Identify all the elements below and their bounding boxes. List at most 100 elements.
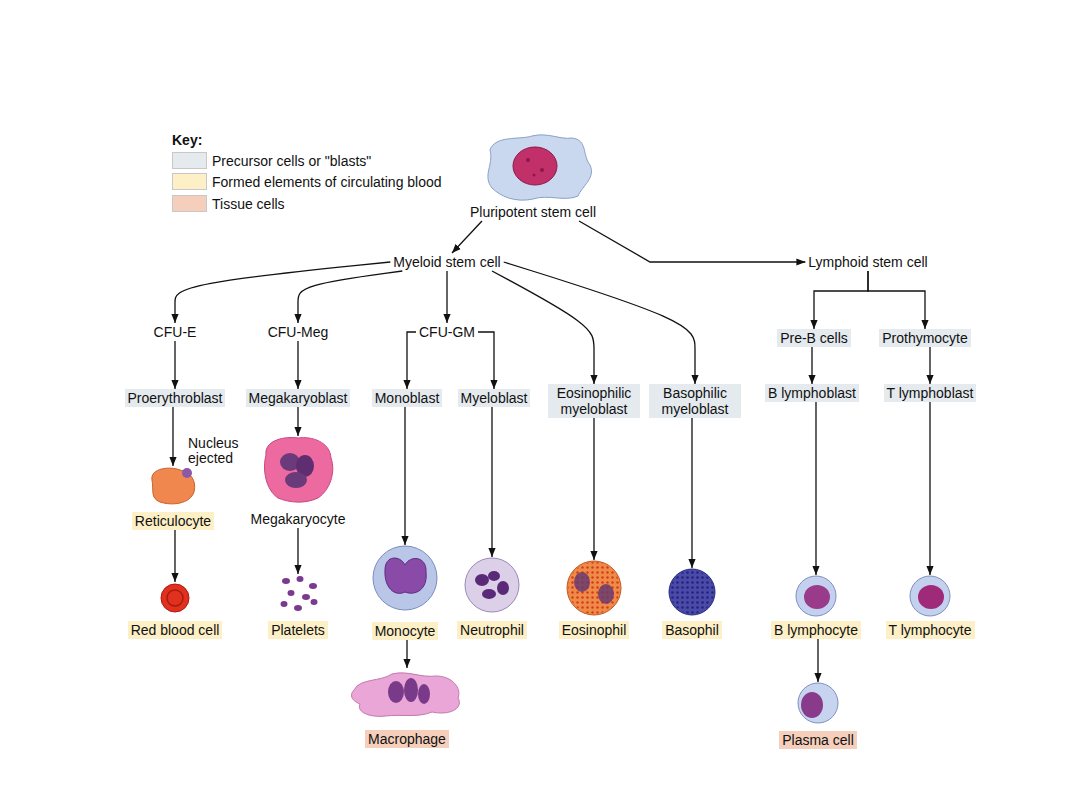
cell-label: Macrophage xyxy=(365,730,449,748)
cell-label: Pluripotent stem cell xyxy=(467,203,599,221)
neutrophil-picture xyxy=(497,581,509,595)
megakaryocyte-picture xyxy=(265,438,333,503)
eosinophil-picture xyxy=(567,561,621,615)
picture-area xyxy=(668,568,716,621)
b-lymphocyte-picture xyxy=(796,576,836,616)
reticulocyte-picture xyxy=(152,468,195,504)
cell-label: Reticulocyte xyxy=(132,512,214,530)
cell-node: Prothymocyte xyxy=(879,329,971,347)
eosinophil-picture xyxy=(598,584,614,604)
platelets-picture xyxy=(294,605,302,611)
legend-row: Formed elements of circulating blood xyxy=(172,173,442,190)
pluripotent-cell-picture xyxy=(488,135,592,200)
macrophage-picture xyxy=(404,678,418,702)
connector-arrow xyxy=(446,271,447,323)
cell-label: Monoblast xyxy=(372,389,443,407)
cell-label: CFU-Meg xyxy=(265,323,332,341)
eosinophil-picture xyxy=(567,561,621,615)
connector-arrow xyxy=(579,221,805,262)
cell-label: Platelets xyxy=(268,621,328,639)
legend-swatch xyxy=(172,195,207,212)
picture-area xyxy=(796,682,840,731)
cell-node: B lymphoblast xyxy=(765,384,859,402)
cell-label: Proerythroblast xyxy=(125,389,226,407)
cell-label: T lymphoblast xyxy=(884,384,977,402)
macrophage-picture xyxy=(352,673,460,717)
connector-arrow xyxy=(492,271,594,384)
neutrophil-picture xyxy=(465,558,519,612)
annotation-label: Nucleus ejected xyxy=(188,436,250,466)
cell-label: B lymphocyte xyxy=(771,621,861,639)
legend-row: Precursor cells or "blasts" xyxy=(172,152,371,169)
connector-arrow xyxy=(817,639,818,682)
basophil-picture xyxy=(669,569,715,615)
platelets-picture xyxy=(281,576,318,611)
picture-area xyxy=(158,582,192,621)
cell-label: Monocyte xyxy=(372,622,439,640)
connector-arrow xyxy=(297,341,298,389)
connector-arrow xyxy=(504,262,695,384)
plasma-cell-picture xyxy=(798,683,838,723)
cell-node: Neutrophil xyxy=(457,557,527,639)
legend-swatch xyxy=(172,152,207,169)
b-lymphocyte-picture xyxy=(796,576,836,616)
basophil-picture xyxy=(670,570,714,614)
cell-label: Eosinophilic myeloblast xyxy=(548,384,640,418)
macrophage-picture xyxy=(352,673,460,717)
b-lymphocyte-picture xyxy=(804,585,830,609)
cell-node: Monoblast xyxy=(372,389,443,407)
pluripotent-cell-picture xyxy=(488,135,592,200)
pluripotent-cell-picture xyxy=(540,168,544,172)
cell-label: Basophilic myeloblast xyxy=(649,384,741,418)
platelets-picture xyxy=(281,601,288,607)
plasma-cell-picture xyxy=(798,683,838,723)
pluripotent-cell-picture xyxy=(513,147,557,185)
cell-label: Megakaryoblast xyxy=(246,389,351,407)
cell-label: Basophil xyxy=(662,621,722,639)
cell-node: Red blood cell xyxy=(128,582,223,639)
connector-arrow xyxy=(593,418,594,560)
cell-label: CFU-E xyxy=(151,323,200,341)
platelets-picture xyxy=(288,590,295,596)
legend-text: Precursor cells or "blasts" xyxy=(212,153,371,169)
monocyte-picture xyxy=(385,558,426,593)
eosinophil-picture xyxy=(568,562,620,614)
cell-label: Myeloid stem cell xyxy=(390,253,503,271)
cell-node: T lymphoblast xyxy=(884,384,977,402)
cell-node: Pre-B cells xyxy=(777,329,851,347)
cell-node: Megakaryoblast xyxy=(246,389,351,407)
picture-area xyxy=(483,135,583,203)
neutrophil-picture xyxy=(465,558,519,612)
connector-arrow xyxy=(175,262,390,323)
connector-arrow xyxy=(174,341,175,389)
connector-arrow xyxy=(172,407,173,466)
cell-node: Basophilic myeloblast xyxy=(649,384,741,418)
neutrophil-picture xyxy=(488,571,500,581)
cell-node: Plasma cell xyxy=(779,682,857,749)
platelets-picture xyxy=(297,576,304,582)
legend-swatch xyxy=(172,173,207,190)
connector-arrow xyxy=(297,528,298,574)
cell-label: Myeloblast xyxy=(458,389,531,407)
monocyte-picture xyxy=(373,546,437,610)
connector-arrow xyxy=(929,402,930,575)
megakaryocyte-picture xyxy=(265,438,333,503)
monocyte-picture xyxy=(373,546,437,610)
cell-node: Eosinophilic myeloblast xyxy=(548,384,640,418)
macrophage-picture xyxy=(388,681,404,703)
connector-arrow xyxy=(491,407,492,557)
connector-arrow xyxy=(815,402,816,575)
reticulocyte-picture xyxy=(182,468,192,478)
cell-label: Neutrophil xyxy=(457,621,527,639)
t-lymphocyte-picture xyxy=(918,585,944,609)
cell-node: T lymphocyte xyxy=(886,575,975,639)
platelets-picture xyxy=(309,583,317,589)
neutrophil-picture xyxy=(482,589,496,599)
legend-heading: Key: xyxy=(172,133,202,148)
red-blood-cell-picture xyxy=(161,584,189,612)
cell-node: Reticulocyte xyxy=(132,466,214,530)
cell-label: Eosinophil xyxy=(559,621,630,639)
reticulocyte-picture xyxy=(152,468,195,504)
cell-node: B lymphocyte xyxy=(771,575,861,639)
